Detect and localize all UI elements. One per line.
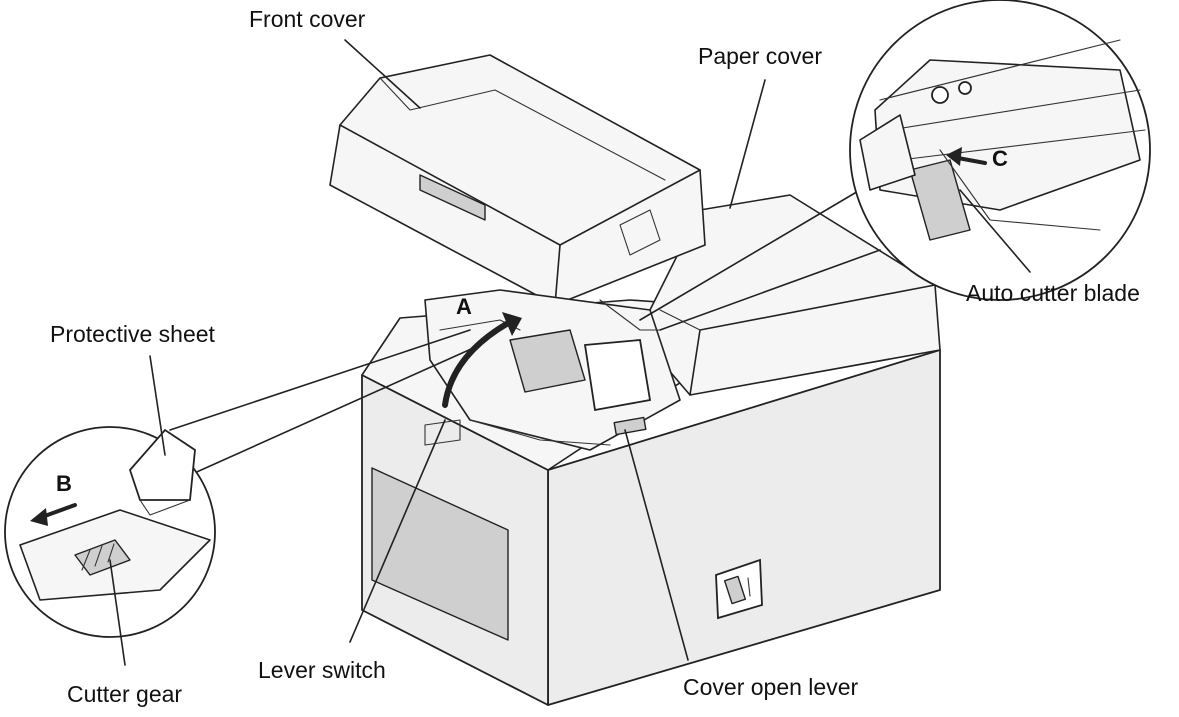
marker-a: A	[456, 294, 472, 319]
label-paper-cover: Paper cover	[698, 43, 823, 69]
marker-b: B	[56, 471, 72, 496]
label-cutter-gear: Cutter gear	[67, 681, 183, 707]
print-mechanism	[424, 289, 681, 451]
label-cover-open-lever: Cover open lever	[683, 674, 859, 700]
label-protective-sheet: Protective sheet	[50, 321, 215, 347]
marker-c: C	[992, 146, 1008, 171]
front-cover	[329, 54, 706, 306]
right-callout	[639, 0, 1151, 331]
left-callout	[4, 329, 481, 638]
label-lever-switch: Lever switch	[258, 657, 386, 683]
leader-lines	[109, 39, 1031, 666]
label-auto-cutter-blade: Auto cutter blade	[966, 280, 1140, 306]
label-front-cover: Front cover	[249, 6, 366, 32]
